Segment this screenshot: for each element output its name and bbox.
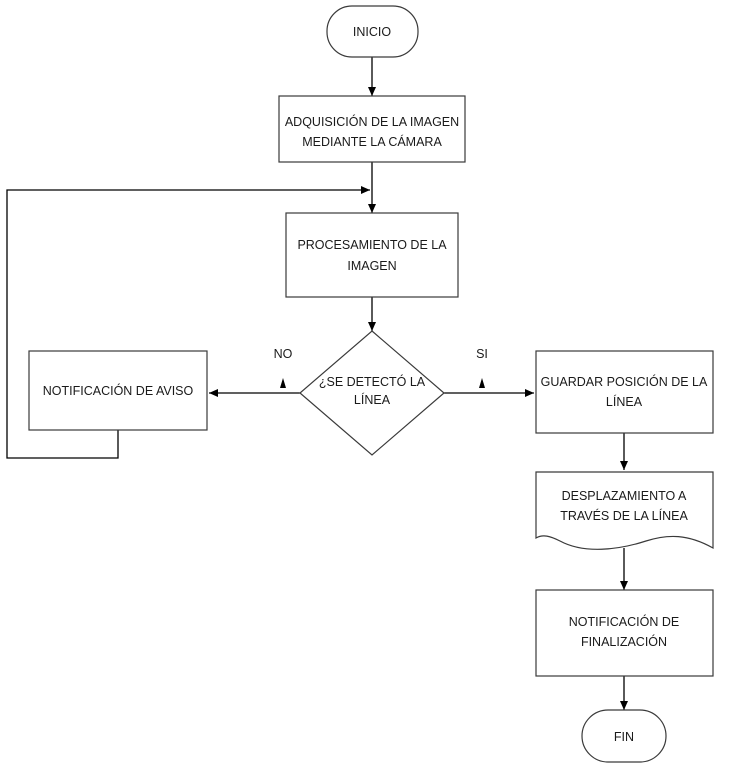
process-image-node: PROCESAMIENTO DE LA IMAGEN (285, 212, 459, 298)
end-node: FIN (581, 709, 667, 763)
completion-notification-label-line1: NOTIFICACIÓN DE (569, 614, 679, 629)
decision-node: ¿SE DETECTÓ LA LÍNEA (299, 330, 445, 456)
move-along-line-node: DESPLAZAMIENTO A TRAVÉS DE LA LÍNEA (535, 471, 714, 550)
process-image-label-line1: PROCESAMIENTO DE LA (297, 238, 447, 252)
move-along-line-label-line2: TRAVÉS DE LA LÍNEA (560, 508, 688, 523)
save-position-label-line2: LÍNEA (606, 394, 643, 409)
no-branch-marker (280, 378, 286, 388)
process-image-label-line2: IMAGEN (347, 259, 396, 273)
start-node: INICIO (326, 5, 419, 58)
move-along-line-label-line1: DESPLAZAMIENTO A (562, 489, 687, 503)
end-label: FIN (614, 730, 634, 744)
warning-notification-label: NOTIFICACIÓN DE AVISO (43, 383, 194, 398)
acquire-image-node: ADQUISICIÓN DE LA IMAGEN MEDIANTE LA CÁM… (278, 95, 466, 163)
no-branch-label: NO (274, 347, 293, 361)
yes-branch-label: SI (476, 347, 488, 361)
yes-branch-marker (479, 378, 485, 388)
completion-notification-label-line2: FINALIZACIÓN (581, 634, 667, 649)
save-position-node: GUARDAR POSICIÓN DE LA LÍNEA (535, 350, 714, 434)
warning-notification-node: NOTIFICACIÓN DE AVISO (28, 350, 208, 431)
acquire-image-label-line2: MEDIANTE LA CÁMARA (302, 134, 442, 149)
connectors (6, 57, 628, 710)
decision-label-line1: ¿SE DETECTÓ LA (319, 374, 426, 389)
acquire-image-label-line1: ADQUISICIÓN DE LA IMAGEN (285, 114, 459, 129)
decision-label-line2: LÍNEA (354, 392, 391, 407)
start-label: INICIO (353, 25, 391, 39)
completion-notification-node: NOTIFICACIÓN DE FINALIZACIÓN (535, 589, 714, 677)
save-position-label-line1: GUARDAR POSICIÓN DE LA (541, 374, 708, 389)
loop-back-arrow (6, 186, 370, 459)
